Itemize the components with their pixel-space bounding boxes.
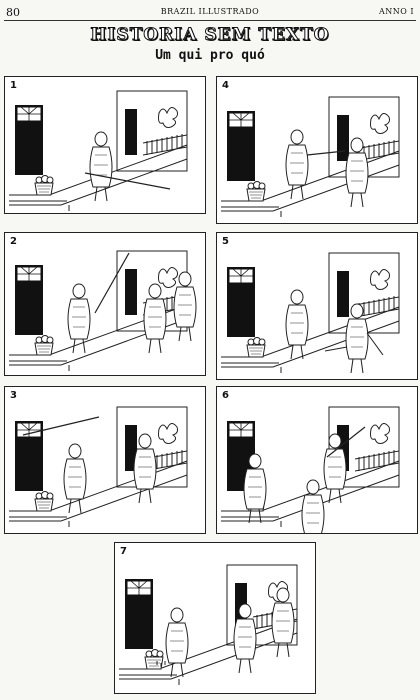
comic-panel-4: 4 — [216, 76, 418, 224]
header-rule — [4, 20, 416, 21]
page-number: 80 — [6, 6, 20, 19]
panel-number: 2 — [10, 236, 17, 247]
panel-drawing — [220, 398, 400, 533]
comic-panel-5: 5 — [216, 232, 418, 380]
panel-drawing — [118, 556, 298, 686]
page-title: HISTORIA SEM TEXTO — [90, 25, 330, 46]
panel-number: 7 — [120, 546, 127, 557]
comic-panel-3: 3 — [4, 386, 206, 534]
panel-number: 4 — [222, 80, 229, 91]
volume-label: ANNO I — [378, 7, 414, 16]
page-subtitle: Um qui pro quó — [155, 48, 265, 63]
panel-drawing — [8, 82, 188, 212]
page-header: 80 BRAZIL ILLUSTRADO ANNO I — [0, 6, 420, 20]
comic-panel-1: 1 — [4, 76, 206, 214]
panel-number: 5 — [222, 236, 229, 247]
panel-number: 3 — [10, 390, 17, 401]
panel-number: 1 — [10, 80, 17, 91]
panel-drawing — [8, 242, 197, 372]
magazine-name: BRAZIL ILLUSTRADO — [160, 7, 260, 16]
panel-drawing — [220, 88, 400, 218]
panel-drawing — [8, 398, 188, 528]
comic-panel-6: 6 — [216, 386, 418, 534]
panel-number: 6 — [222, 390, 229, 401]
comic-panel-2: 2 — [4, 232, 206, 376]
comic-panel-7: 7 — [114, 542, 316, 694]
panel-drawing — [220, 244, 400, 374]
